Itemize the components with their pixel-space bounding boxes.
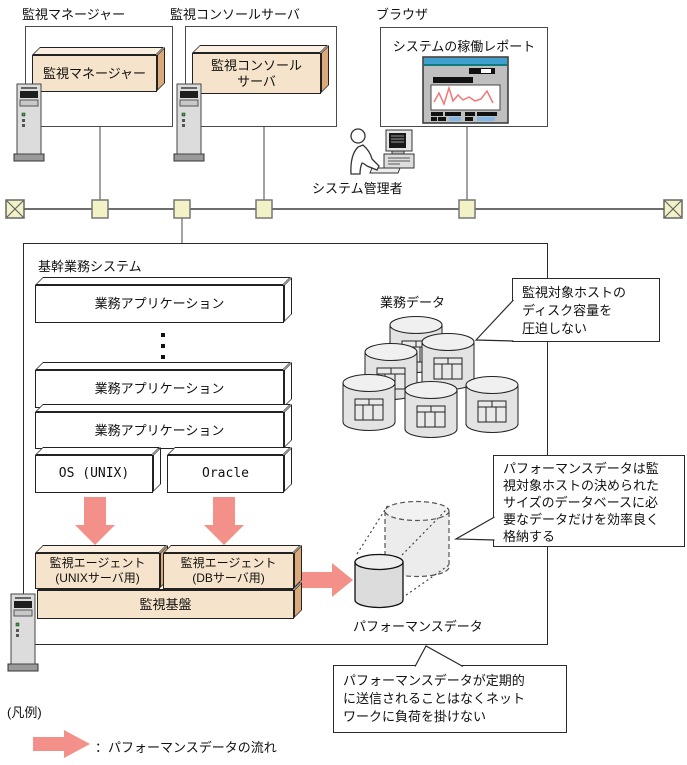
callout-network-line: パフォーマンスデータが定期的 [343, 673, 525, 688]
manager-box-label: 監視マネージャー [42, 65, 147, 81]
manager-box: 監視マネージャー [32, 47, 165, 92]
core-system-title: 基幹業務システム [38, 259, 142, 274]
callout-network-line: に送信されることはなくネット [343, 691, 526, 706]
box-top-face [163, 545, 301, 553]
callout-network: パフォーマンスデータが定期的 に送信されることはなくネット ワークに負荷を掛けな… [333, 665, 567, 733]
callout-storage-line: 格納する [503, 529, 556, 544]
report-title: システムの稼働レポート [392, 39, 536, 54]
agent-unix-label-line2: (UNIXサーバ用) [55, 571, 140, 585]
core-system-frame [23, 243, 548, 645]
console-box-label-line2: サーバ [237, 73, 276, 89]
callout-storage: パフォーマンスデータは監 視対象ホストの決められた サイズのデータベースに必 要… [493, 455, 685, 547]
callout-storage-line: サイズのデータベースに必 [503, 495, 658, 510]
admin-label: システム管理者 [312, 181, 403, 196]
legend-flow-label: ：パフォーマンスデータの流れ [95, 740, 277, 755]
box-top-face [32, 47, 164, 55]
console-host-frame [185, 26, 337, 127]
box-top-face [35, 404, 291, 412]
box-top-face [167, 447, 291, 455]
network-node-icon [458, 199, 476, 219]
app-box-label: 業務アプリケーション [94, 422, 225, 438]
app-box-2: 業務アプリケーション [35, 362, 292, 408]
legend-flow-arrow-icon [33, 730, 90, 758]
app-box-label: 業務アプリケーション [94, 381, 225, 396]
callout-storage-line: 要なデータだけを効率良く [503, 512, 660, 527]
console-section-label: 監視コンソールサーバ [170, 7, 300, 22]
network-node-icon [255, 199, 273, 219]
browser-frame [380, 27, 548, 127]
box-top-face [35, 447, 160, 455]
callout-disk-line: ディスク容量を [522, 303, 613, 318]
callout-network-line: ワークに負荷を掛けない [343, 709, 487, 724]
performance-data-label: パフォーマンスデータ [353, 619, 483, 634]
callout-pointer [414, 645, 464, 668]
agent-db-box: 監視エージェント (DBサーバ用) [163, 545, 302, 589]
box-top-face [192, 45, 328, 53]
callout-disk: 監視対象ホストの ディスク容量を 圧迫しない [512, 278, 660, 342]
callout-storage-line: 視対象ホストの決められた [503, 478, 660, 493]
box-side-face [321, 45, 329, 93]
app-box-1: 業務アプリケーション [35, 277, 292, 323]
os-box: OS (UNIX) [35, 447, 161, 493]
callout-disk-line: 監視対象ホストの [522, 285, 627, 300]
oracle-box: Oracle [167, 447, 292, 493]
network-terminator-icon [663, 199, 683, 219]
agent-db-label-line2: (DBサーバ用) [192, 571, 265, 585]
legend-title: (凡例) [7, 705, 42, 720]
browser-section-label: ブラウザ [376, 7, 429, 22]
box-top-face [35, 362, 291, 370]
agent-db-label-line1: 監視エージェント [180, 556, 277, 570]
monitoring-platform-label: 監視基盤 [139, 596, 192, 612]
network-node-icon [173, 199, 191, 219]
business-data-label: 業務データ [380, 295, 446, 310]
box-top-face [35, 277, 291, 285]
network-node-icon [91, 199, 109, 219]
manager-host-frame [25, 26, 173, 127]
console-box-label-line1: 監視コンソール [210, 57, 302, 73]
oracle-box-label: Oracle [202, 466, 249, 481]
admin-user-icon [350, 128, 415, 175]
callout-storage-line: パフォーマンスデータは監 [503, 461, 659, 476]
app-box-3: 業務アプリケーション [35, 404, 292, 449]
os-box-label: OS (UNIX) [58, 466, 130, 481]
agent-unix-label-line1: 監視エージェント [49, 556, 146, 570]
monitoring-platform-box: 監視基盤 [37, 582, 302, 619]
console-box: 監視コンソール サーバ [192, 45, 329, 94]
agent-unix-box: 監視エージェント (UNIXサーバ用) [35, 545, 168, 589]
network-terminator-icon [5, 199, 25, 219]
callout-disk-line: 圧迫しない [522, 321, 588, 336]
manager-section-label: 監視マネージャー [22, 7, 126, 22]
app-box-label: 業務アプリケーション [94, 296, 225, 311]
box-top-face [35, 545, 167, 553]
